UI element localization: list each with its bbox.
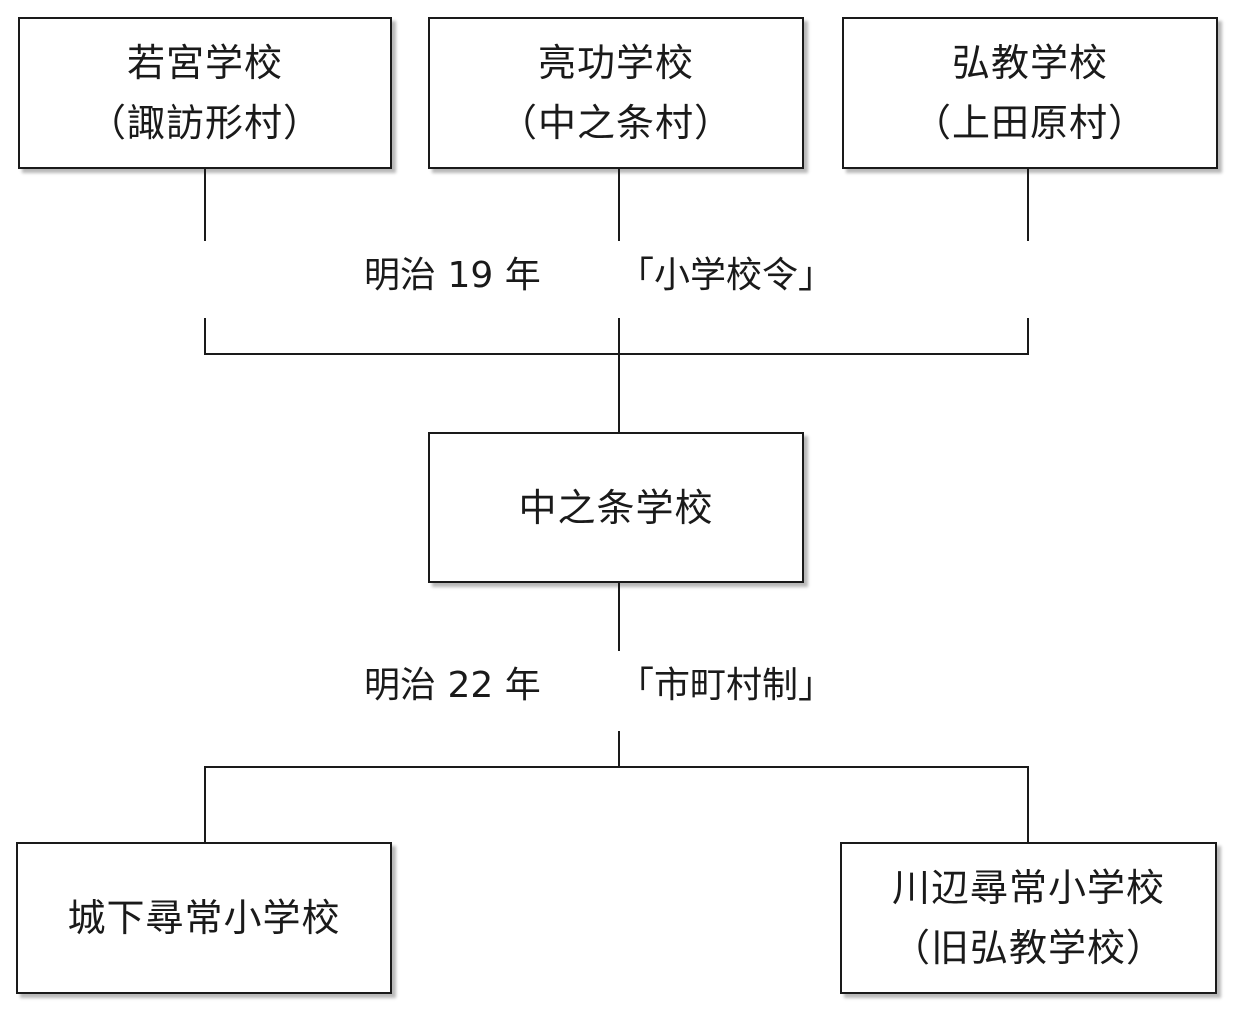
split-event-law: 「市町村制」 (618, 665, 835, 706)
school-box-kawabe: 川辺尋常小学校 （旧弘教学校） (840, 842, 1217, 994)
split-bar-line (204, 766, 1029, 768)
connector-line (1027, 766, 1029, 842)
merge-event-caption: 明治 19 年 「小学校令」 (0, 254, 1243, 302)
split-event-year: 明治 22 年 (364, 665, 541, 706)
school-box-joka: 城下尋常小学校 (16, 842, 392, 994)
connector-line (618, 318, 620, 432)
connector-line (204, 169, 206, 241)
connector-line (204, 318, 206, 355)
merge-event-year: 明治 19 年 (364, 255, 541, 296)
connector-line (1027, 318, 1029, 355)
school-name: 亮功学校 (537, 41, 694, 85)
school-note: （旧弘教学校） (891, 926, 1165, 970)
school-name: 城下尋常小学校 (67, 896, 341, 940)
school-village: （諏訪形村） (87, 101, 322, 145)
split-event-caption: 明治 22 年 「市町村制」 (0, 664, 1243, 712)
merge-bar-line (204, 353, 1029, 355)
school-box-nakanojo: 中之条学校 (428, 432, 804, 583)
school-box-kokyo: 弘教学校 （上田原村） (842, 17, 1218, 169)
school-name: 中之条学校 (518, 485, 714, 530)
school-village: （上田原村） (912, 101, 1147, 145)
school-name: 弘教学校 (951, 41, 1108, 85)
merge-event-law: 「小学校令」 (618, 255, 835, 296)
connector-line (618, 731, 620, 768)
school-box-wakamiya: 若宮学校 （諏訪形村） (18, 17, 392, 169)
school-name: 若宮学校 (126, 41, 283, 85)
connector-line (618, 169, 620, 241)
school-box-ryoko: 亮功学校 （中之条村） (428, 17, 804, 169)
school-name: 川辺尋常小学校 (891, 866, 1165, 910)
connector-line (204, 766, 206, 842)
school-village: （中之条村） (498, 101, 733, 145)
connector-line (618, 583, 620, 651)
connector-line (1027, 169, 1029, 241)
